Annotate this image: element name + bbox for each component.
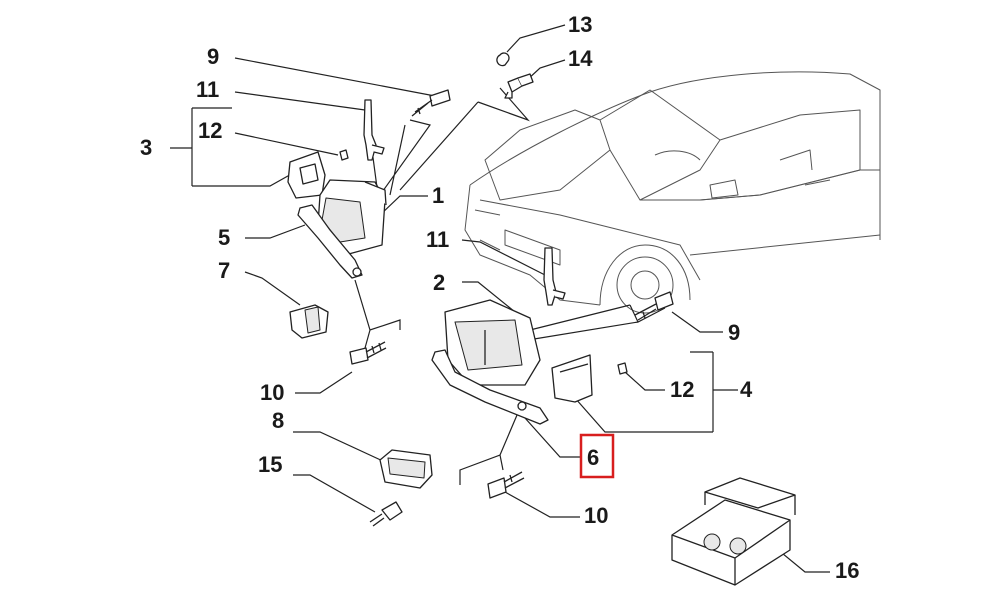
part-bulb-clip (496, 52, 510, 67)
callout-2[interactable]: 2 (433, 270, 445, 295)
callout-16[interactable]: 16 (835, 558, 859, 583)
part-trim-strip-6 (431, 349, 549, 425)
part-indicator-4 (551, 354, 593, 403)
part-bracket-7 (289, 304, 329, 339)
part-bulb-kit-16 (671, 477, 796, 586)
callout-11-right[interactable]: 11 (426, 227, 449, 252)
callout-5[interactable]: 5 (218, 225, 230, 250)
part-headlight-1 (317, 179, 387, 256)
part-adjuster-11-right (543, 247, 566, 306)
part-clip-12-right (617, 362, 628, 375)
part-headlight-2 (444, 299, 541, 386)
part-adjuster-11-top (363, 99, 385, 161)
callout-8[interactable]: 8 (272, 408, 284, 433)
callout-6[interactable]: 6 (587, 445, 599, 470)
part-screw-9-top (411, 89, 451, 117)
callout-1[interactable]: 1 (432, 183, 444, 208)
part-screw-10-bottom (487, 471, 525, 499)
part-screw-15 (369, 501, 403, 527)
callout-11-top[interactable]: 11 (196, 77, 219, 102)
part-bulb (504, 73, 534, 99)
part-bracket-8 (379, 449, 433, 489)
car-outline (464, 71, 881, 314)
callout-15[interactable]: 15 (258, 452, 282, 477)
callout-4[interactable]: 4 (740, 377, 753, 402)
part-screw-9-right (634, 291, 674, 321)
callout-9-right[interactable]: 9 (728, 320, 740, 345)
part-trim-strip-5 (297, 204, 363, 279)
part-clip-12-top (339, 149, 349, 161)
callout-labels: 13 14 9 11 12 3 1 5 7 11 2 9 10 12 4 8 6… (140, 12, 859, 583)
highlight-box (579, 433, 615, 479)
callout-10-left[interactable]: 10 (260, 380, 284, 405)
part-cap-3 (287, 151, 326, 199)
callout-12-top[interactable]: 12 (198, 118, 222, 143)
callout-13[interactable]: 13 (568, 12, 592, 37)
callout-7[interactable]: 7 (218, 258, 230, 283)
callout-3[interactable]: 3 (140, 135, 152, 160)
callout-12-right[interactable]: 12 (670, 377, 694, 402)
callout-9-top[interactable]: 9 (207, 44, 219, 69)
callout-10-bottom[interactable]: 10 (584, 503, 608, 528)
part-screw-10-left (349, 341, 387, 365)
callout-14[interactable]: 14 (568, 46, 593, 71)
